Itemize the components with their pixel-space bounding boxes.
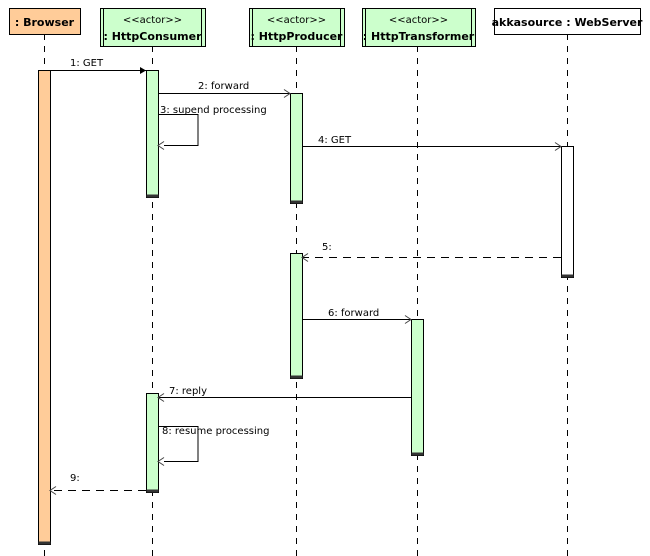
arrowhead-9: [49, 486, 57, 495]
message-label-9: 9:: [70, 473, 80, 484]
participant-name-webserver: akkasource : WebServer: [492, 16, 643, 29]
participant-box-browser[interactable]: [9, 8, 81, 35]
participant-head-browser[interactable]: : Browser: [9, 8, 81, 35]
messages-layer: 1: GET 2: forward 3: supend processing 4: G…: [49, 58, 562, 495]
participant-name-httptransformer: : HttpTransformer: [363, 30, 475, 43]
participant-head-httpproducer[interactable]: <<actor>> : HttpProducer: [249, 8, 345, 47]
participant-stereotype-httptransformer: <<actor>>: [389, 15, 448, 26]
arrowhead-8: [157, 457, 165, 466]
message-5: 5:: [301, 242, 561, 262]
participant-box-httpconsumer[interactable]: [100, 8, 206, 47]
activation-bar-httptransformer: [411, 319, 424, 456]
arrowhead-6: [404, 315, 412, 324]
activation-foot-browser: [38, 541, 51, 545]
message-self-path-3: [158, 114, 199, 146]
arrowhead-5: [301, 253, 309, 262]
activation-bar-httpproducer: [290, 253, 303, 379]
participant-name-browser: : Browser: [15, 16, 75, 29]
arrowhead-3: [157, 141, 165, 150]
arrowhead-7: [157, 393, 165, 402]
participant-box-httpproducer[interactable]: [249, 8, 345, 47]
arrowhead-1: [140, 67, 146, 74]
activation-bar-browser: [38, 70, 51, 545]
message-label-1: 1: GET: [70, 58, 104, 69]
activation-foot-webserver: [561, 274, 574, 278]
activation-foot-httpconsumer: [146, 194, 159, 198]
participant-box-httptransformer[interactable]: [362, 8, 476, 47]
activations-layer: [38, 70, 574, 545]
participant-head-httpconsumer[interactable]: <<actor>> : HttpConsumer: [100, 8, 206, 47]
participant-name-httpproducer: : HttpProducer: [251, 30, 344, 43]
participant-head-httptransformer[interactable]: <<actor>> : HttpTransformer: [362, 8, 476, 47]
message-label-5: 5:: [322, 242, 332, 253]
message-label-6: 6: forward: [328, 308, 379, 319]
message-self-path-8: [158, 426, 199, 462]
participant-head-webserver[interactable]: akkasource : WebServer: [492, 8, 643, 35]
message-label-4: 4: GET: [318, 135, 352, 146]
message-7: 7: reply: [157, 386, 411, 402]
activation-bar-webserver: [561, 146, 574, 278]
message-4: 4: GET: [302, 135, 562, 151]
activation-bar-httpconsumer: [146, 70, 159, 198]
participant-stereotype-httpproducer: <<actor>>: [267, 15, 326, 26]
activation-foot-httpproducer: [290, 375, 303, 379]
message-label-3: 3: supend processing: [160, 105, 267, 116]
activation-bar-httpconsumer: [146, 393, 159, 493]
activation-foot-httptransformer: [411, 452, 424, 456]
message-label-8: 8: resume processing: [162, 426, 269, 437]
activation-bar-httpproducer: [290, 93, 303, 204]
message-label-2: 2: forward: [198, 81, 249, 92]
participant-stereotype-httpconsumer: <<actor>>: [123, 15, 182, 26]
participant-name-httpconsumer: : HttpConsumer: [103, 30, 202, 43]
activation-foot-httpproducer: [290, 200, 303, 204]
participant-heads-layer: : Browser<<actor>>: HttpConsumer<<actor>…: [9, 8, 643, 47]
arrowhead-4: [554, 142, 562, 151]
message-2: 2: forward: [158, 81, 291, 98]
lifelines-layer: [44, 34, 568, 556]
message-3: 3: supend processing: [157, 105, 267, 150]
participant-box-webserver[interactable]: [494, 8, 641, 35]
message-label-7: 7: reply: [169, 386, 207, 397]
message-1: 1: GET: [50, 58, 146, 74]
activation-foot-httpconsumer: [146, 489, 159, 493]
message-6: 6: forward: [302, 308, 412, 324]
arrowhead-2: [283, 89, 291, 98]
message-8: 8: resume processing: [157, 426, 269, 466]
message-9: 9:: [49, 473, 146, 495]
